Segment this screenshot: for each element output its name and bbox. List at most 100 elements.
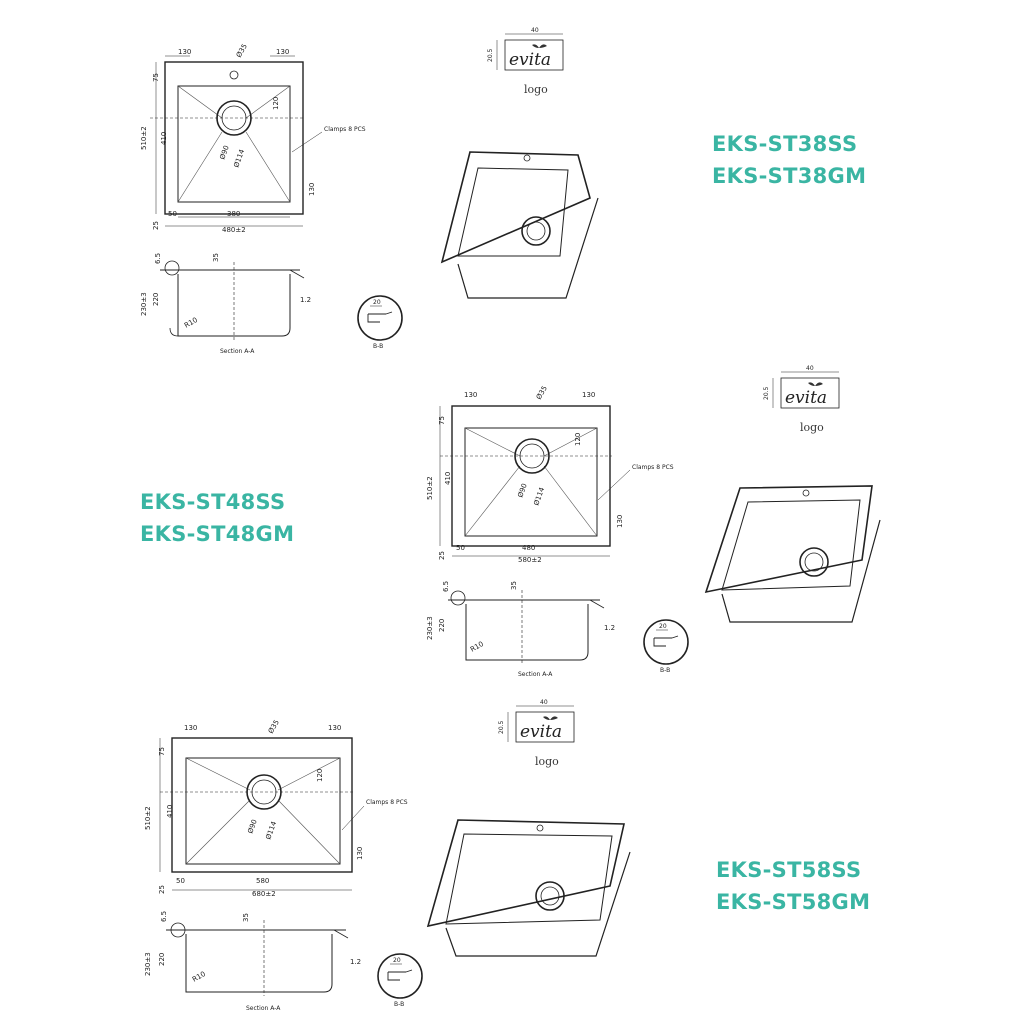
dim-overall-width-48: 580±2 [518,556,542,564]
dim-side-margin-right-48: 130 [582,391,595,399]
dim-depth-overall-58: 510±2 [144,806,152,830]
dim-drain-dia: Ø35 [235,43,249,59]
dim-right: 120 [272,97,280,110]
detail-label-48: B-B [660,667,670,674]
dim-depth-inner-48: 410 [444,472,452,485]
dim-inner-width-58: 580 [256,877,269,885]
dim-depth-inner: 410 [160,132,168,145]
detail-label-58: B-B [394,1001,404,1008]
dim-top-margin-58: 75 [158,747,166,756]
dim-right-48: 120 [574,433,582,446]
logo-48: 40 20.5 logo [763,365,840,434]
dim-drain-90-58: Ø90 [246,818,258,834]
section-caption: Section A-A [220,348,255,355]
dim-edge-50-58: 50 [176,877,185,885]
dim-top-margin-48: 75 [438,416,446,425]
section-caption-58: Section A-A [246,1005,281,1012]
dim-height-220: 220 [152,293,160,306]
dim-side-margin-left-58: 130 [184,724,197,732]
model-name-48gm: EKS-ST48GM [140,522,295,546]
detail-dim: 20 [373,299,381,306]
detail-dim-48: 20 [659,623,667,630]
dim-thickness-48: 1.2 [604,624,615,632]
detail-dim-58: 20 [393,957,401,964]
sink-3d-38 [440,151,599,299]
dim-edge-25-58: 25 [158,885,166,894]
dim-overall-width-58: 680±2 [252,890,276,898]
dim-depth-overall: 510±2 [140,126,148,150]
dim-depth-overall-48: 510±2 [426,476,434,500]
logo-height-dim-48: 20.5 [763,386,770,400]
dim-drain-dia-58: Ø35 [267,719,281,735]
model-name-block-58: EKS-ST58SS EKS-ST58GM [716,854,870,918]
dim-drain-114: Ø114 [232,148,246,169]
model-name-block-38: EKS-ST38SS EKS-ST38GM [712,128,866,192]
dim-35-48: 35 [510,581,518,590]
logo-caption-48: logo [800,421,824,434]
logo-width-dim-48: 40 [806,365,814,372]
section-caption-48: Section A-A [518,671,553,678]
dim-edge-50-48: 50 [456,544,465,552]
dim-thickness: 1.2 [300,296,311,304]
logo-width-dim: 40 [531,27,539,34]
dim-edge-25: 25 [152,221,160,230]
model-name-48ss: EKS-ST48SS [140,490,286,514]
logo-height-dim: 20.5 [487,48,494,62]
dim-side-clamp-58: 130 [356,847,364,860]
dim-top-margin: 75 [152,73,160,82]
dim-drain-90-48: Ø90 [516,482,528,498]
dim-drain-dia-48: Ø35 [535,385,549,401]
logo-width-dim-58: 40 [540,699,548,706]
dim-r10-48: R10 [469,640,485,654]
model-name-38gm: EKS-ST38GM [712,164,867,188]
logo-height-dim-58: 20.5 [498,720,505,734]
dim-height-230-58: 230±3 [144,952,152,976]
dim-35-58: 35 [242,913,250,922]
dim-side-margin-left: 130 [178,48,191,56]
dim-inner-width: 380 [227,210,240,218]
clamps-label-48: Clamps 8 PCS [632,464,674,471]
sink-3d-58 [426,819,631,957]
dim-height-65: 6.5 [154,253,162,264]
plan-view-48: 130 130 Ø35 510±2 410 75 120 130 Ø90 Ø11… [426,385,674,564]
dim-edge-25-48: 25 [438,551,446,560]
dim-height-65-58: 6.5 [160,911,168,922]
logo-58: 40 20.5 logo [498,699,575,768]
dim-35: 35 [212,253,220,262]
clamps-label: Clamps 8 PCS [324,126,366,133]
dim-depth-inner-58: 410 [166,805,174,818]
dim-height-65-48: 6.5 [442,581,450,592]
dim-edge-50: 50 [168,210,177,218]
dim-drain-114-58: Ø114 [264,820,278,841]
dim-inner-width-48: 480 [522,544,535,552]
section-view-48: 230±3 220 6.5 35 R10 1.2 Section A-A 20 … [426,581,689,678]
logo-caption-58: logo [535,755,559,768]
section-view-58: 230±3 220 6.5 35 R10 1.2 Section A-A 20 … [144,911,423,1012]
dim-thickness-58: 1.2 [350,958,361,966]
sink-3d-48 [704,485,881,623]
detail-label: B-B [373,343,383,350]
dim-side-margin-right: 130 [276,48,289,56]
dim-side-clamp: 130 [308,183,316,196]
model-name-58gm: EKS-ST58GM [716,890,871,914]
dim-overall-width: 480±2 [222,226,246,234]
dim-drain-90: Ø90 [218,144,230,160]
dim-height-230: 230±3 [140,292,148,316]
logo-38: 40 20.5 logo [487,27,564,96]
plan-view-38: 130 130 Ø35 510±2 410 75 120 130 Ø90 Ø11… [140,43,366,234]
dim-r10: R10 [183,316,199,330]
dim-right-58: 120 [316,769,324,782]
dim-drain-114-48: Ø114 [532,486,546,507]
model-name-58ss: EKS-ST58SS [716,858,862,882]
section-view-38: 230±3 220 6.5 35 R10 1.2 Section A-A 20 … [140,253,403,355]
model-name-block-48: EKS-ST48SS EKS-ST48GM [140,486,294,550]
dim-side-margin-right-58: 130 [328,724,341,732]
clamps-label-58: Clamps 8 PCS [366,799,408,806]
logo-caption: logo [524,83,548,96]
dim-side-clamp-48: 130 [616,515,624,528]
dim-side-margin-left-48: 130 [464,391,477,399]
dim-height-230-48: 230±3 [426,616,434,640]
model-name-38ss: EKS-ST38SS [712,132,858,156]
dim-height-220-58: 220 [158,953,166,966]
